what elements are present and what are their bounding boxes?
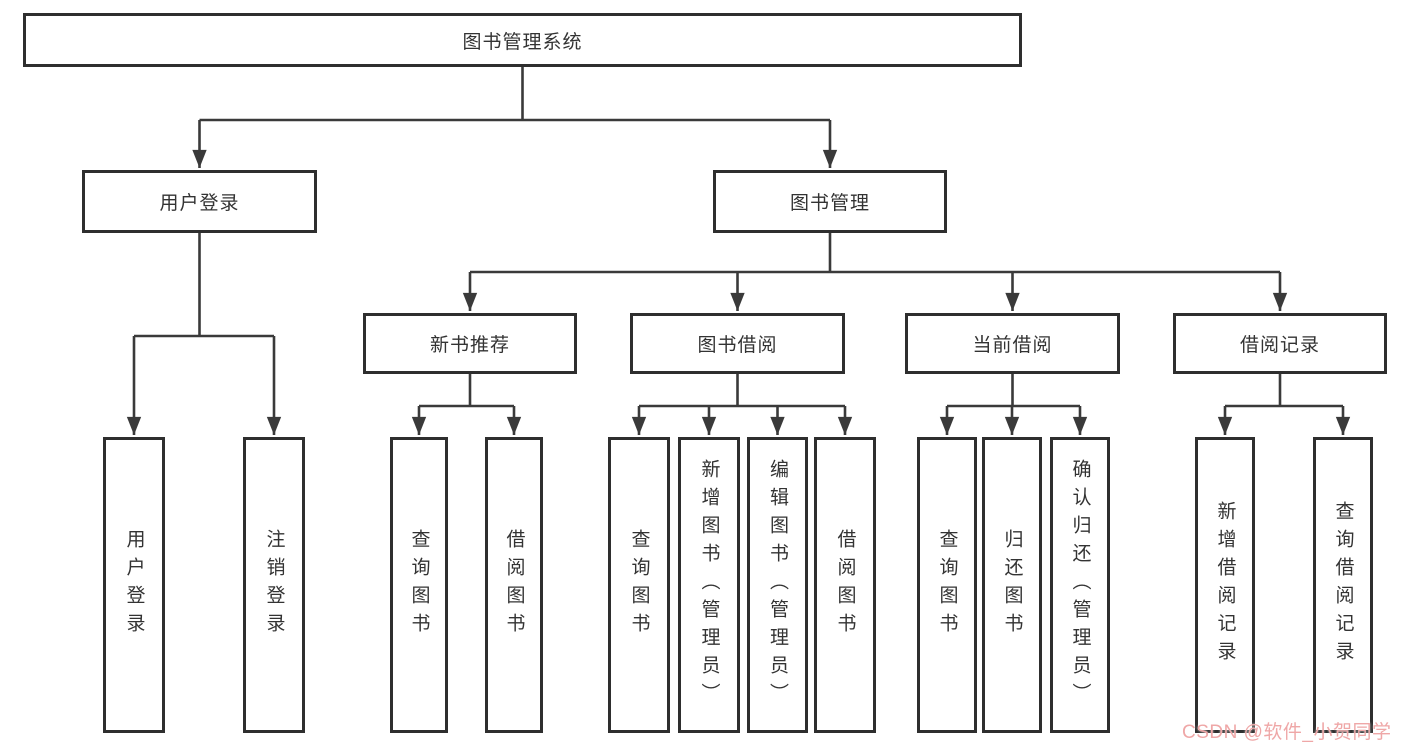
leaf-query-books-borrowing: 查询图书 [608,437,670,733]
leaf-user-login: 用户登录 [103,437,165,733]
node-borrowing-records: 借阅记录 [1173,313,1387,374]
leaf-query-books-recommend: 查询图书 [390,437,448,733]
leaf-label: 新增借阅记录 [1214,501,1236,669]
leaf-label: 编辑图书（管理员） [767,459,788,711]
leaf-label: 归还图书 [1001,529,1023,641]
leaf-label: 查询图书 [936,529,958,641]
leaf-add-books-admin: 新增图书（管理员） [678,437,740,733]
leaf-query-books-current: 查询图书 [917,437,977,733]
leaf-add-borrow-record: 新增借阅记录 [1195,437,1255,733]
leaf-label: 确认归还（管理员） [1069,459,1091,711]
leaf-logout: 注销登录 [243,437,305,733]
leaf-label: 注销登录 [263,529,285,641]
leaf-return-books: 归还图书 [982,437,1042,733]
leaf-label: 查询借阅记录 [1332,501,1354,669]
node-new-book-recommendation: 新书推荐 [363,313,577,374]
leaf-query-borrow-record: 查询借阅记录 [1313,437,1373,733]
node-book-management: 图书管理 [713,170,947,233]
node-user-login: 用户登录 [82,170,317,233]
leaf-label: 借阅图书 [834,529,856,641]
node-book-borrowing: 图书借阅 [630,313,845,374]
leaf-label: 新增图书（管理员） [698,459,720,711]
leaf-borrow-books-recommend: 借阅图书 [485,437,543,733]
leaf-label: 用户登录 [123,529,145,641]
leaf-label: 查询图书 [408,529,430,641]
leaf-borrow-books-borrowing: 借阅图书 [814,437,876,733]
csdn-watermark: CSDN @软件_小贺同学 [1182,722,1392,743]
leaf-confirm-return-admin: 确认归还（管理员） [1050,437,1110,733]
leaf-label: 借阅图书 [503,529,525,641]
leaf-label: 查询图书 [628,529,650,641]
node-root-system: 图书管理系统 [23,13,1022,67]
node-current-borrowing: 当前借阅 [905,313,1120,374]
leaf-edit-books-admin: 编辑图书（管理员） [747,437,808,733]
